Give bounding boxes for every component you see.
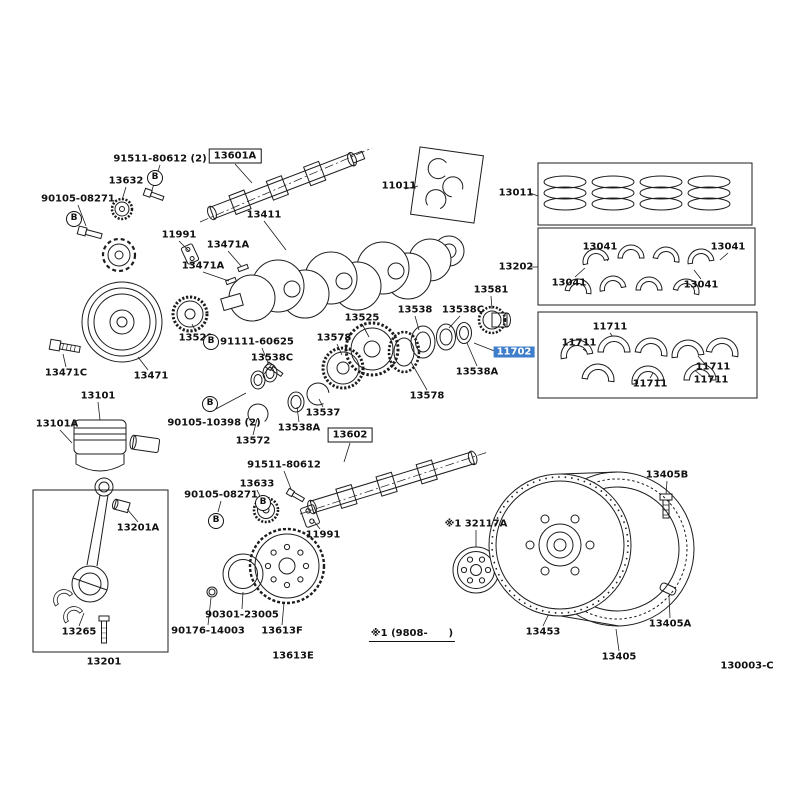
part-label-13521[interactable]: 13521 bbox=[178, 332, 214, 344]
part-label-13265[interactable]: 13265 bbox=[61, 626, 97, 638]
bolt-symbol-b-6: B bbox=[208, 513, 224, 529]
part-label-90176-14003[interactable]: 90176-14003 bbox=[171, 625, 245, 637]
part-label-13537[interactable]: 13537 bbox=[305, 407, 341, 419]
part-label-13471A-b[interactable]: 13471A bbox=[181, 260, 225, 272]
part-label-11711-b[interactable]: 11711 bbox=[561, 337, 597, 349]
part-label-11702[interactable]: 11702 bbox=[493, 346, 535, 358]
part-label-13453[interactable]: 13453 bbox=[525, 626, 561, 638]
part-label-11991-b[interactable]: 11991 bbox=[305, 529, 341, 541]
part-label-13011[interactable]: 13011 bbox=[498, 187, 534, 199]
part-label-91511-80612-b[interactable]: 91511-80612 bbox=[247, 459, 321, 471]
part-label-13602[interactable]: 13602 bbox=[327, 427, 373, 443]
bolt-symbol-b-3: B bbox=[203, 334, 219, 350]
part-label-13041-b[interactable]: 13041 bbox=[710, 241, 746, 253]
part-label-13471C[interactable]: 13471C bbox=[44, 367, 88, 379]
part-label-13202[interactable]: 13202 bbox=[498, 261, 534, 273]
part-label-13633[interactable]: 13633 bbox=[239, 478, 275, 490]
bolt-symbol-b-4: B bbox=[202, 396, 218, 412]
part-label-13101[interactable]: 13101 bbox=[80, 390, 116, 402]
part-label-13411[interactable]: 13411 bbox=[246, 209, 282, 221]
part-label-13041-c[interactable]: 13041 bbox=[551, 277, 587, 289]
bolt-symbol-b-5: B bbox=[255, 495, 271, 511]
part-label-13578-b[interactable]: 13578 bbox=[409, 390, 445, 402]
part-label-13405B[interactable]: 13405B bbox=[645, 469, 689, 481]
part-label-11711-d[interactable]: 11711 bbox=[693, 374, 729, 386]
part-label-13613F[interactable]: 13613F bbox=[261, 625, 303, 637]
part-label-11711-c[interactable]: 11711 bbox=[695, 361, 731, 373]
part-label-91511-80612-a[interactable]: 91511-80612 (2) bbox=[113, 153, 207, 165]
part-label-91111-60625[interactable]: 91111-60625 bbox=[220, 336, 294, 348]
part-label-13471[interactable]: 13471 bbox=[133, 370, 169, 382]
doc-code: 130003-C bbox=[720, 660, 774, 672]
part-label-90301-23005[interactable]: 90301-23005 bbox=[205, 609, 279, 621]
part-label-13041-d[interactable]: 13041 bbox=[683, 279, 719, 291]
part-label-13405[interactable]: 13405 bbox=[601, 651, 637, 663]
part-label-13538[interactable]: 13538 bbox=[397, 304, 433, 316]
part-label-13405A[interactable]: 13405A bbox=[648, 618, 692, 630]
footnote-date-range: ※1 (9808- ) bbox=[368, 628, 456, 642]
part-label-13538C-a[interactable]: 13538C bbox=[441, 304, 485, 316]
part-label-13525[interactable]: 13525 bbox=[344, 312, 380, 324]
part-label-13578-a[interactable]: 13578 bbox=[316, 332, 352, 344]
part-label-13201A[interactable]: 13201A bbox=[116, 522, 160, 534]
part-label-90105-08271-a[interactable]: 90105-08271 bbox=[41, 193, 115, 205]
part-label-32117A[interactable]: ※1 32117A bbox=[444, 518, 508, 530]
part-label-13471A-a[interactable]: 13471A bbox=[206, 239, 250, 251]
part-label-13538A-b[interactable]: 13538A bbox=[277, 422, 321, 434]
part-label-13101A[interactable]: 13101A bbox=[35, 418, 79, 430]
part-label-11711-a[interactable]: 11711 bbox=[592, 321, 628, 333]
bolt-symbol-b-1: B bbox=[147, 170, 163, 186]
part-label-13538C-b[interactable]: 13538C bbox=[250, 352, 294, 364]
part-label-13613E[interactable]: 13613E bbox=[272, 650, 314, 662]
part-label-13581[interactable]: 13581 bbox=[473, 284, 509, 296]
part-label-13572[interactable]: 13572 bbox=[235, 435, 271, 447]
part-label-11711-e[interactable]: 11711 bbox=[632, 378, 668, 390]
part-label-11011[interactable]: 11011 bbox=[381, 180, 417, 192]
part-label-90105-10398[interactable]: 90105-10398 (2) bbox=[167, 417, 261, 429]
part-label-13201[interactable]: 13201 bbox=[86, 656, 122, 668]
bolt-symbol-b-2: B bbox=[66, 211, 82, 227]
part-label-13601A[interactable]: 13601A bbox=[208, 148, 262, 164]
part-label-13538A-a[interactable]: 13538A bbox=[455, 366, 499, 378]
part-label-13632[interactable]: 13632 bbox=[108, 175, 144, 187]
part-label-90105-08271-b[interactable]: 90105-08271 bbox=[184, 489, 258, 501]
part-label-13041-a[interactable]: 13041 bbox=[582, 241, 618, 253]
part-label-11991-a[interactable]: 11991 bbox=[161, 229, 197, 241]
